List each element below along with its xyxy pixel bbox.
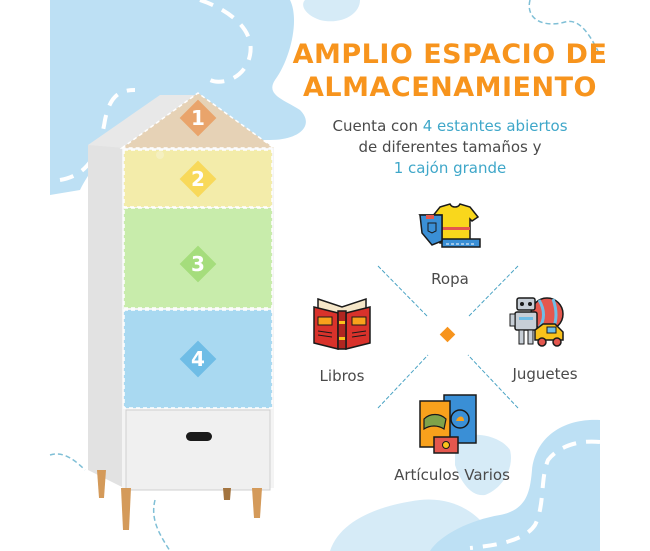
page-title: AMPLIO ESPACIO DE ALMACENAMIENTO [270, 38, 630, 104]
shelf-1-number: 1 [191, 106, 205, 130]
category-juguetes: Juguetes [512, 365, 578, 383]
title-line-2: ALMACENAMIENTO [303, 72, 597, 103]
bookshelf-illustration [88, 92, 277, 530]
category-libros: Libros [319, 367, 365, 385]
shelf-4-number: 4 [191, 347, 205, 371]
book-icon [313, 297, 371, 350]
category-articulos-varios: Artículos Varios [394, 466, 510, 484]
desc-line2: de diferentes tamaños y [358, 138, 542, 156]
category-ropa: Ropa [431, 270, 469, 288]
snacks-icon [419, 394, 477, 454]
desc-line1-highlight: 4 estantes abiertos [422, 117, 568, 135]
category-divider-lines [377, 265, 519, 409]
desc-line1-plain: Cuenta con [332, 117, 423, 135]
shelf-2-number: 2 [191, 167, 205, 191]
description: Cuenta con 4 estantes abiertos de difere… [290, 116, 610, 179]
clothes-icon [418, 203, 481, 248]
desc-line3-highlight: 1 cajón grande [393, 159, 507, 177]
toys-icon [509, 297, 564, 347]
shelf-3-number: 3 [191, 252, 205, 276]
title-line-1: AMPLIO ESPACIO DE [292, 39, 608, 70]
